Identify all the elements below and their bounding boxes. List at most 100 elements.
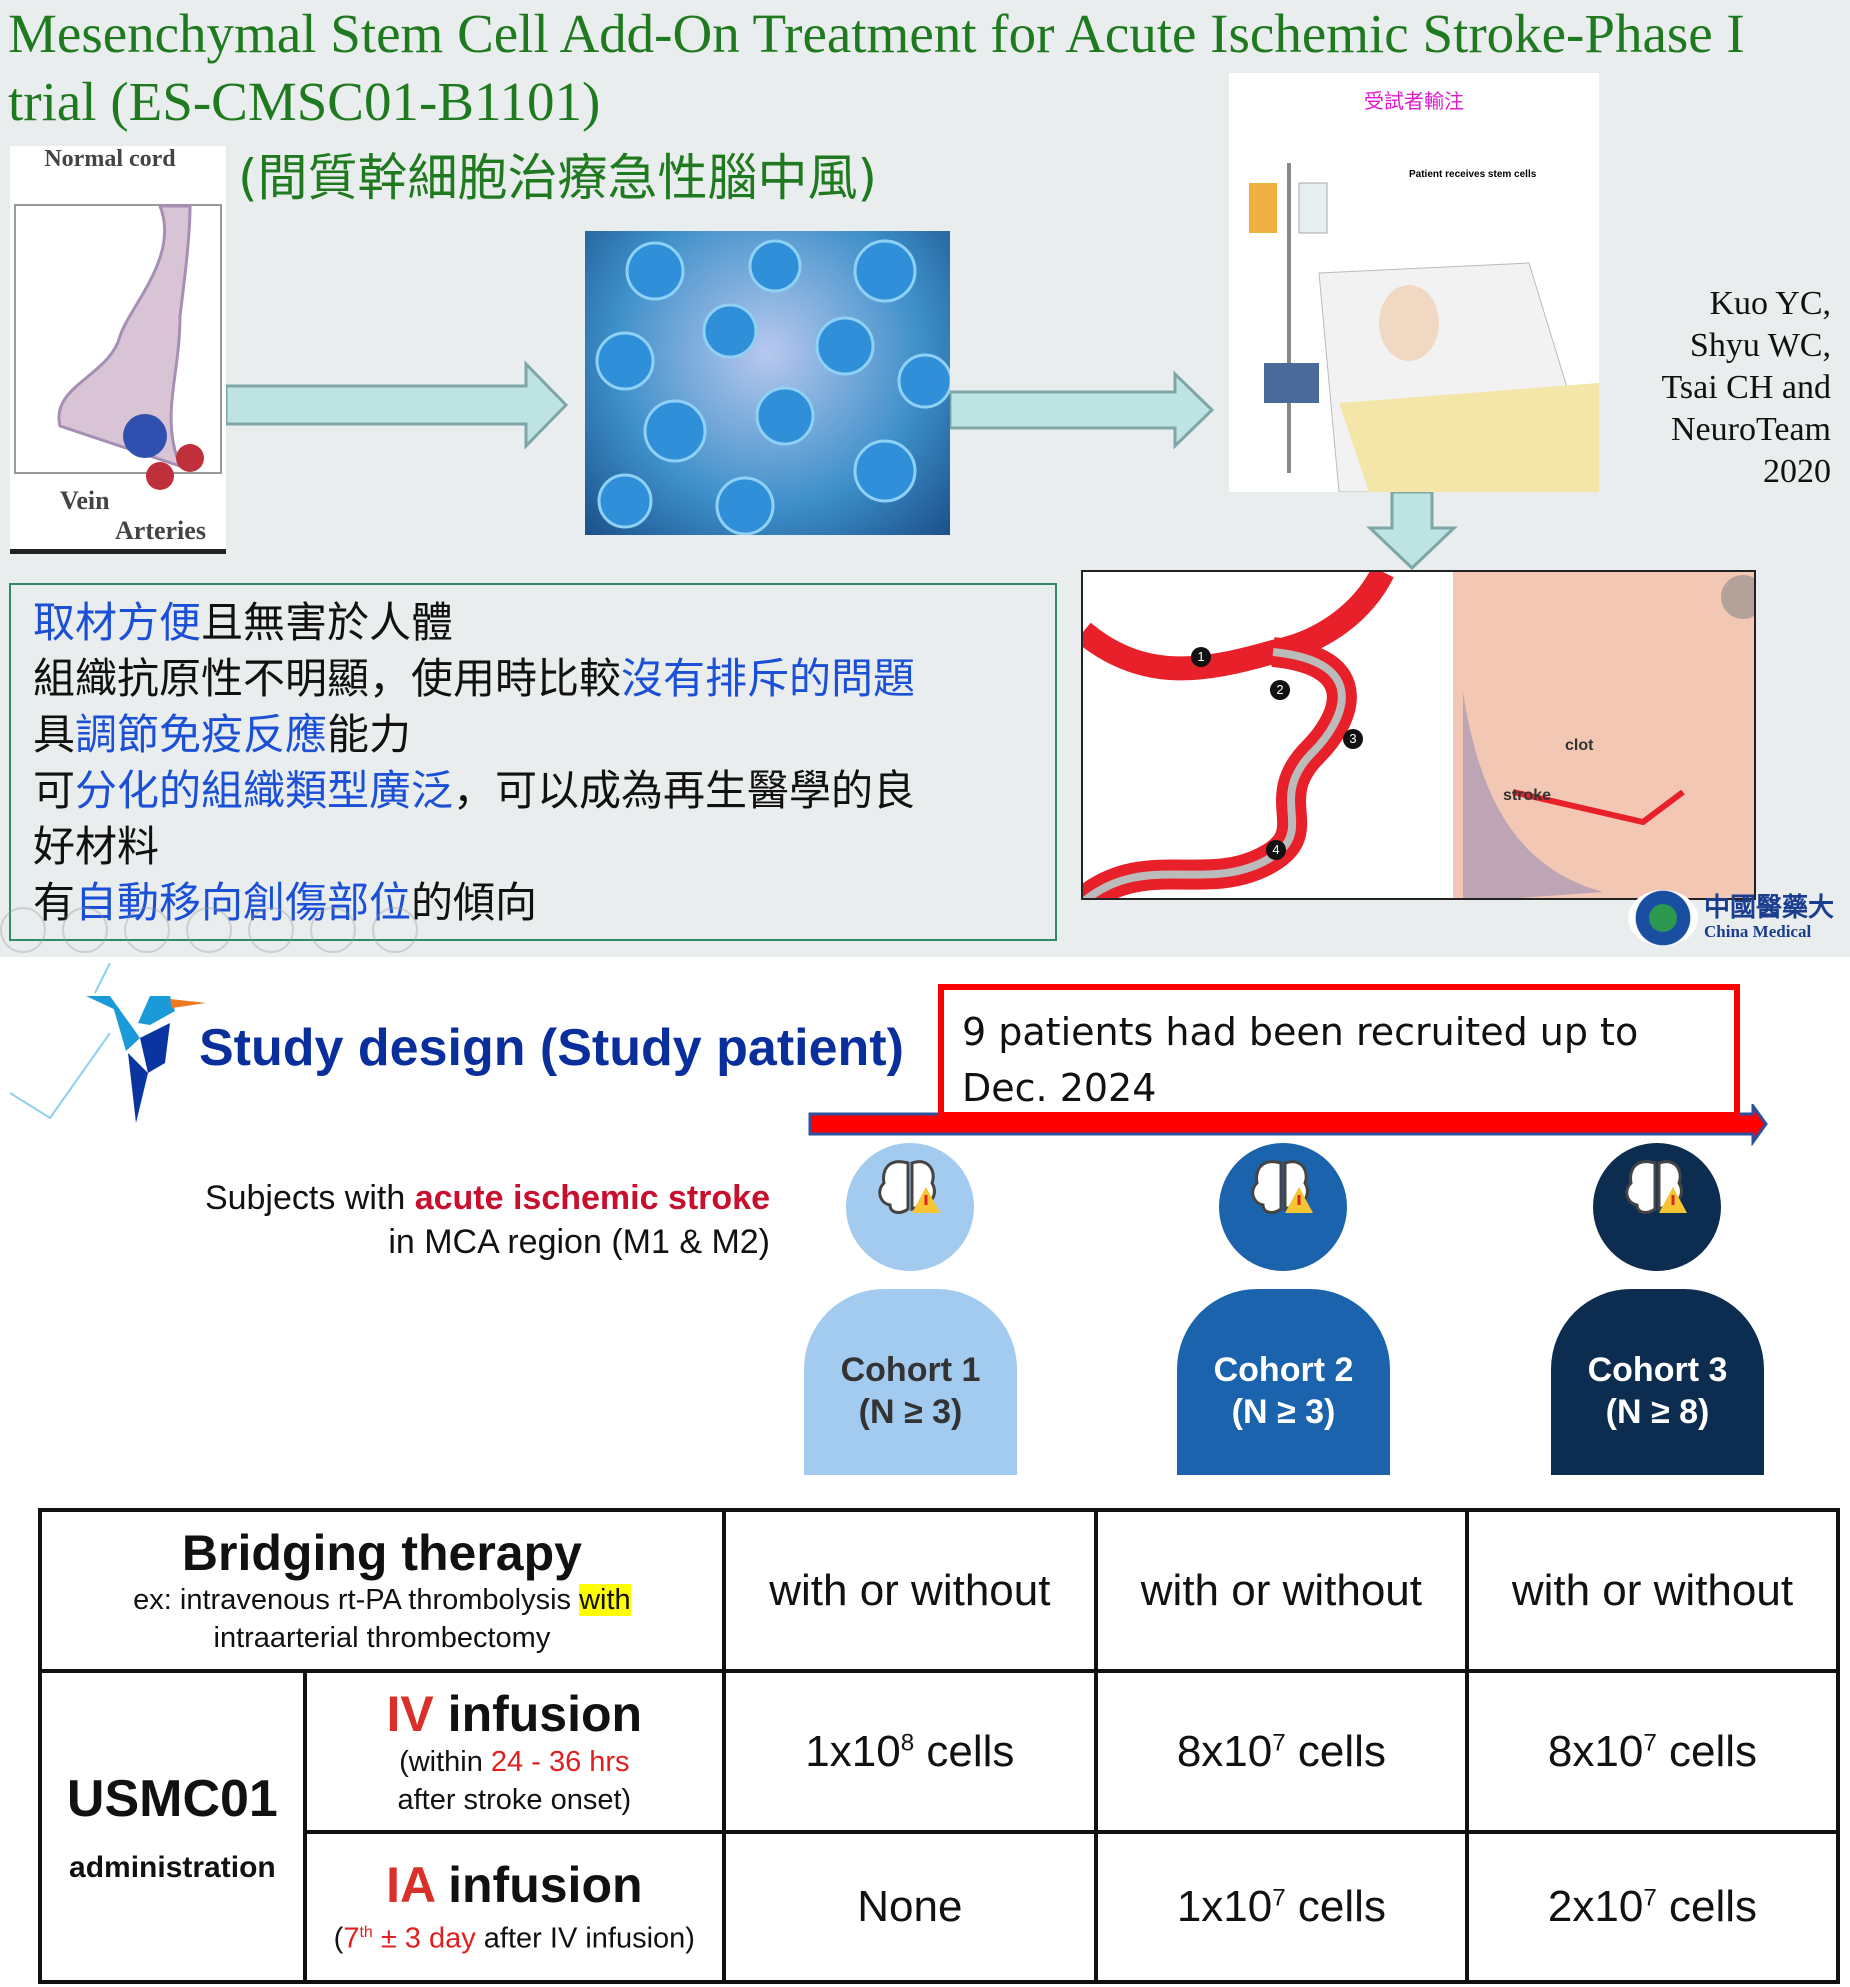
bridging-desc-line2: intraarterial thrombectomy bbox=[213, 1621, 551, 1654]
cohort1-ia-dose: None bbox=[721, 1830, 1098, 1984]
cohort-name: Cohort 3 bbox=[1587, 1351, 1728, 1389]
logo-text-zh: 中國醫藥大 bbox=[1704, 893, 1835, 922]
benefit-highlight: 取材方便 bbox=[33, 598, 202, 647]
cohort3-bridging: with or without bbox=[1464, 1508, 1841, 1673]
cohort2-iv-dose: 8x107 cells bbox=[1093, 1669, 1469, 1834]
prev-slide-icon[interactable] bbox=[0, 907, 46, 953]
cohort-2: Cohort 2 (N ≥ 3) bbox=[1177, 1289, 1390, 1475]
cell-text: 7 bbox=[1272, 1884, 1286, 1912]
cell-text: 7 bbox=[1643, 1728, 1657, 1756]
cord-illustration bbox=[57, 204, 204, 490]
cohort-head bbox=[1219, 1143, 1347, 1271]
benefit-line: 可分化的組織類型廣泛，可以成為再生醫學的良 bbox=[33, 763, 1055, 819]
pen-icon[interactable] bbox=[124, 907, 170, 953]
cohort2-ia-dose: 1x107 cells bbox=[1093, 1830, 1469, 1984]
recruitment-note: 9 patients had been recruited up to Dec.… bbox=[938, 984, 1740, 1118]
cohort3-iv-dose: 8x107 cells bbox=[1464, 1669, 1841, 1834]
cohort-head bbox=[846, 1143, 974, 1271]
patient-caption: Patient receives stem cells bbox=[1409, 169, 1537, 180]
step-marker: 3 bbox=[1343, 729, 1363, 749]
step-marker: 2 bbox=[1270, 680, 1290, 700]
slide-title-line2: trial (ES-CMSC01-B1101) bbox=[8, 71, 601, 132]
subjects-description: Subjects with acute ischemic stroke in M… bbox=[205, 1176, 770, 1264]
cohort2-bridging: with or without bbox=[1093, 1508, 1469, 1673]
benefit-highlight: 沒有排斥的問題 bbox=[621, 654, 916, 703]
cell-text: ( bbox=[333, 1922, 344, 1955]
benefit-text: 且無害於人體 bbox=[201, 598, 454, 647]
benefit-line: 組織抗原性不明顯，使用時比較沒有排斥的問題 bbox=[33, 651, 1055, 707]
cohort-name: Cohort 2 bbox=[1213, 1351, 1354, 1389]
subjects-highlight: acute ischemic stroke bbox=[414, 1179, 770, 1217]
cell-text: after IV infusion) bbox=[475, 1922, 695, 1955]
iv-prefix: IV bbox=[386, 1685, 434, 1742]
grid-icon[interactable] bbox=[186, 907, 232, 953]
zoom-icon[interactable] bbox=[248, 907, 294, 953]
cohort-1: Cohort 1(N ≥ 3) bbox=[804, 1289, 1017, 1475]
citation-line: Kuo YC, bbox=[1709, 285, 1831, 322]
brain-warning-icon bbox=[1625, 1160, 1687, 1214]
citation-line: NeuroTeam bbox=[1671, 411, 1831, 448]
cell-text: 7 bbox=[1643, 1884, 1657, 1912]
cell-text: 7 bbox=[343, 1922, 360, 1955]
benefit-line: 取材方便且無害於人體 bbox=[33, 595, 1055, 651]
benefit-line: 好材料 bbox=[33, 819, 1055, 875]
play-icon[interactable] bbox=[62, 907, 108, 953]
cord-label: Normal cord bbox=[44, 146, 176, 172]
more-icon[interactable] bbox=[372, 907, 418, 953]
cell-text: 8x10 bbox=[1176, 1726, 1273, 1776]
iv-note: (within bbox=[399, 1745, 491, 1778]
cohort1-iv-dose: 1x108 cells bbox=[721, 1669, 1098, 1834]
brain-warning-icon bbox=[878, 1160, 940, 1214]
usmc-sub: administration bbox=[69, 1850, 276, 1884]
cell-text: None bbox=[857, 1882, 963, 1931]
study-design-title: Study design (Study patient) bbox=[199, 1019, 904, 1077]
benefit-text: 具 bbox=[33, 710, 76, 759]
step-marker: 4 bbox=[1266, 840, 1286, 860]
slideshow-toolbar[interactable] bbox=[0, 907, 418, 953]
patient-infusion-image: 受試者輸注 Patient receives stem cells bbox=[1229, 73, 1599, 492]
benefit-highlight: 分化的組織類型廣泛 bbox=[75, 766, 454, 815]
benefits-textbox: 取材方便且無害於人體組織抗原性不明顯，使用時比較沒有排斥的問題具調節免疫反應能力… bbox=[9, 583, 1057, 941]
cohort-size: (N ≥ 3) bbox=[1231, 1393, 1336, 1431]
iv-note2: after stroke onset) bbox=[397, 1783, 632, 1816]
cohort-name: Cohort 1 bbox=[840, 1351, 981, 1389]
cell-text: 7 bbox=[1272, 1728, 1286, 1756]
step-marker: 1 bbox=[1191, 647, 1211, 667]
benefit-text: 好材料 bbox=[33, 822, 160, 871]
iv-window: 24 - 36 hrs bbox=[490, 1745, 630, 1778]
table-row: USMC01 administration IV infusion (withi… bbox=[38, 1669, 1841, 1984]
citation-line: 2020 bbox=[1763, 453, 1831, 490]
bridging-title: Bridging therapy bbox=[181, 1524, 582, 1581]
cell-text: cells bbox=[914, 1726, 1015, 1776]
vein-label: Vein bbox=[60, 486, 110, 515]
subtitles-icon[interactable] bbox=[310, 907, 356, 953]
slide-title-line1: Mesenchymal Stem Cell Add-On Treatment f… bbox=[8, 3, 1745, 64]
benefit-line: 具調節免疫反應能力 bbox=[33, 707, 1055, 763]
cohort3-ia-dose: 2x107 cells bbox=[1464, 1830, 1841, 1984]
cohort-3: Cohort 3 (N ≥ 8) bbox=[1551, 1289, 1764, 1475]
citation-line: Tsai CH and bbox=[1661, 369, 1832, 406]
ia-infusion-cell: IA infusion (7th ± 3 day after IV infusi… bbox=[302, 1830, 726, 1984]
iv-infusion-cell: IV infusion (within 24 - 36 hrs after st… bbox=[302, 1669, 726, 1834]
cell-text: 8x10 bbox=[1547, 1726, 1644, 1776]
citation: Kuo YC, Shyu WC, Tsai CH and NeuroTeam 2… bbox=[1662, 283, 1832, 493]
cell-text: cells bbox=[1285, 1882, 1386, 1931]
university-logo: 中國醫藥大 China Medical bbox=[1628, 890, 1834, 946]
benefit-text: ，可以成為再生醫學的良 bbox=[453, 766, 916, 815]
clot-label: clot bbox=[1565, 737, 1594, 754]
stroke-thrombectomy-image: 1 2 3 4 clot stroke bbox=[1081, 570, 1756, 900]
benefit-text: 能力 bbox=[327, 710, 412, 759]
ia-label: infusion bbox=[434, 1857, 643, 1914]
cell-text: 8 bbox=[900, 1728, 915, 1756]
benefit-text: 的傾向 bbox=[411, 878, 538, 927]
cell-text: th bbox=[359, 1924, 373, 1942]
cohort1-bridging: with or without bbox=[721, 1508, 1098, 1673]
logo-text-en: China Medical bbox=[1704, 922, 1812, 941]
cell-text: 1x10 bbox=[1176, 1882, 1273, 1931]
bridging-desc: ex: intravenous rt-PA thrombolysis bbox=[133, 1583, 580, 1616]
citation-line: Shyu WC, bbox=[1689, 327, 1831, 364]
cell-text: cells bbox=[1285, 1726, 1386, 1776]
cohort-size: (N ≥ 8) bbox=[1605, 1393, 1710, 1431]
bridging-desc-highlight: with bbox=[579, 1583, 631, 1616]
stroke-label: stroke bbox=[1503, 787, 1552, 804]
